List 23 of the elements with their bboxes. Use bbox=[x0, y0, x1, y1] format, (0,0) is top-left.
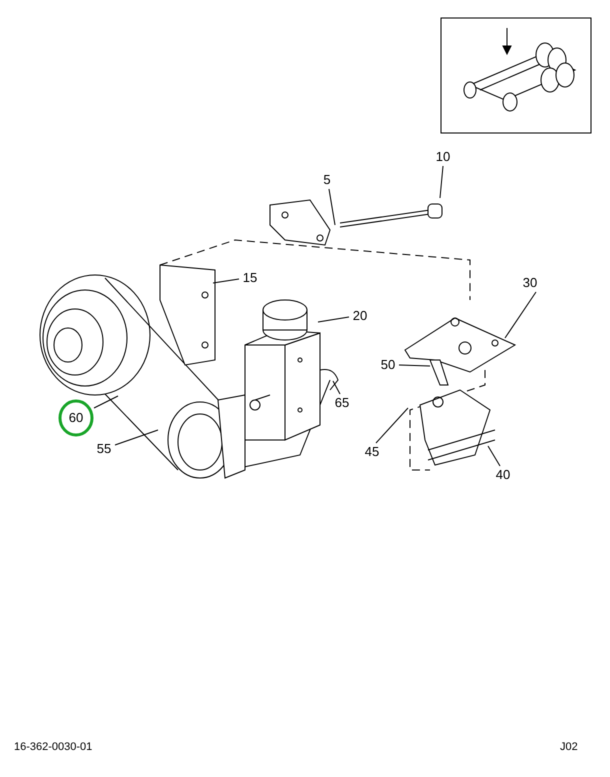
callout-number: 65 bbox=[334, 395, 350, 411]
callout-number: 15 bbox=[242, 270, 258, 286]
callout-number: 20 bbox=[352, 308, 368, 324]
drawing-number: 16-362-0030-01 bbox=[14, 740, 92, 754]
leader-line bbox=[212, 278, 240, 284]
callout-number: 30 bbox=[522, 275, 538, 291]
callout-number: 10 bbox=[434, 149, 452, 165]
callout-number: 5 bbox=[322, 172, 332, 188]
leader-line bbox=[398, 364, 430, 366]
leader-line bbox=[94, 396, 118, 408]
leader-line bbox=[376, 408, 408, 444]
callout-number: 50 bbox=[380, 357, 396, 373]
leader-line bbox=[114, 430, 158, 446]
sheet-code: J02 bbox=[560, 740, 578, 754]
leader-line bbox=[488, 446, 500, 466]
leader-line bbox=[318, 316, 350, 322]
callout-number: 45 bbox=[364, 444, 380, 460]
callout-number: 55 bbox=[96, 441, 112, 457]
leader-line bbox=[332, 380, 340, 394]
callout-number: 40 bbox=[494, 467, 512, 483]
leader-line bbox=[440, 166, 444, 198]
leader-line bbox=[328, 188, 336, 226]
leader-line bbox=[504, 292, 536, 338]
